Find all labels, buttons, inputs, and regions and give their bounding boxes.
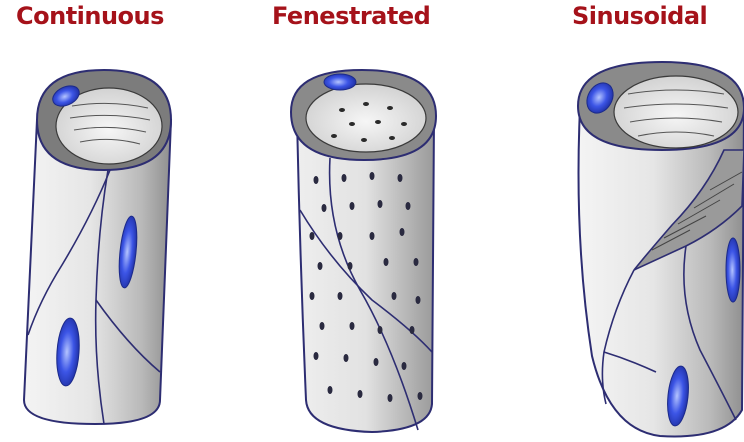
fenestrated-lumen — [306, 84, 426, 152]
fenestrated-capillary — [291, 70, 436, 432]
sinusoidal-lumen — [614, 76, 738, 148]
sinusoidal-capillary — [578, 62, 744, 436]
sinusoidal-nucleus-right — [726, 238, 740, 302]
fenestrated-rim-nucleus — [324, 74, 356, 90]
fenestrated-tube-body — [297, 118, 434, 432]
continuous-capillary — [24, 70, 171, 424]
